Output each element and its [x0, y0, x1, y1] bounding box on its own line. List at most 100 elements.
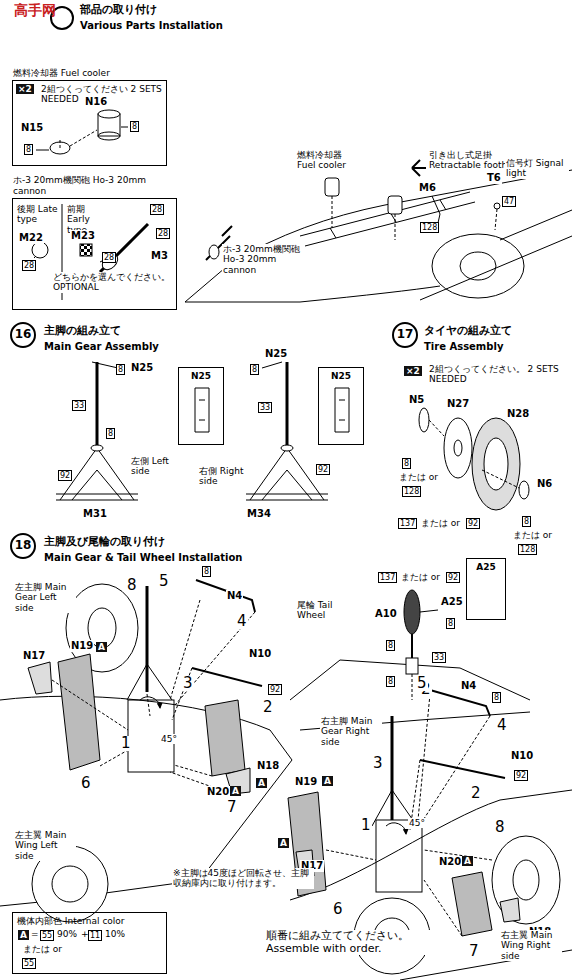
note-text: ※主脚は45度ほど回転させ、主脚収納庫内に取り付けます。: [172, 868, 314, 889]
color-callout: 8: [116, 364, 125, 375]
part-name: N19: [70, 640, 94, 652]
box-text: 17: [397, 328, 414, 342]
order-number: 4: [496, 718, 508, 733]
color-callout: 8: [446, 618, 455, 629]
part-name: M23: [70, 230, 96, 242]
color-callout: 8: [492, 692, 501, 703]
note-text: 2組つくってください。 2 SETS NEEDED: [428, 364, 560, 385]
part-name: N27: [446, 398, 470, 410]
color-callout: 33: [72, 400, 86, 411]
marker-tag: ×2: [404, 366, 422, 376]
note-text: または or: [22, 944, 63, 954]
step-circle: 16: [10, 322, 36, 348]
color-callout: 8: [202, 566, 211, 577]
part-name: N4: [460, 680, 477, 692]
color-callout: 55: [22, 958, 36, 969]
part-name: A10: [374, 608, 398, 620]
part-name: N18: [256, 760, 280, 772]
part-name: N28: [506, 408, 530, 420]
order-number: 5: [416, 676, 428, 691]
order-number: 3: [372, 756, 384, 771]
step-title-en: Main Gear & Tail Wheel Installation: [44, 552, 242, 564]
order-number: 7: [226, 800, 238, 815]
color-callout: 8: [250, 364, 259, 375]
part-name: N10: [248, 648, 272, 660]
color-callout: 28: [150, 204, 164, 215]
color-callout: 137: [378, 572, 397, 583]
note-text: または or: [400, 572, 441, 582]
note-text: どちらかを選んでください。 OPTIONAL: [52, 272, 174, 293]
box-text: 16: [15, 328, 32, 342]
color-callout: 128: [402, 486, 421, 497]
part-name: A25: [440, 596, 464, 608]
color-callout: 92: [514, 770, 528, 781]
order-number: 7: [468, 944, 480, 959]
step-title: 主脚及び尾輪の取り付け: [44, 536, 165, 549]
note-text: ホ-3 20mm機関砲 Ho-3 20mm cannon: [222, 244, 304, 275]
order-number: 4: [236, 614, 248, 629]
step-title-en: Tire Assembly: [424, 341, 503, 353]
box-text: N25: [323, 371, 359, 381]
order-number: 2: [262, 700, 274, 715]
order-number: 6: [80, 776, 92, 791]
color-callout: 28: [22, 260, 36, 271]
part-name: N17: [22, 650, 46, 662]
color-callout: 8: [386, 676, 395, 687]
color-callout: 92: [58, 470, 72, 481]
color-callout: 92: [268, 684, 282, 695]
note-text: 45°: [160, 734, 178, 744]
part-name: M34: [246, 508, 272, 520]
box-text: 18: [15, 539, 32, 553]
order-number: 6: [332, 902, 344, 917]
order-number: 8: [494, 820, 506, 835]
detail-inset: N25: [318, 367, 364, 445]
color-callout: 8: [402, 458, 411, 469]
color-callout: 92: [446, 572, 460, 583]
part-name: M31: [82, 508, 108, 520]
part-name: N25: [264, 348, 288, 360]
color-callout: 33: [432, 652, 446, 663]
note-text: または or: [398, 472, 439, 482]
part-name: N20: [206, 786, 230, 798]
color-callout: 92: [316, 464, 330, 475]
watermark: 高手网: [14, 2, 56, 18]
color-callout: 11: [88, 930, 102, 941]
note-text: =: [30, 929, 40, 939]
marker-tag: A: [462, 856, 473, 866]
part-name: N15: [20, 122, 44, 134]
part-name: T6: [486, 172, 502, 184]
step-title: 部品の取り付け: [80, 4, 157, 17]
note-text: または or: [420, 518, 461, 528]
order-number: 5: [158, 574, 170, 589]
step-title-en: Main Gear Assembly: [44, 341, 159, 353]
part-name: N6: [536, 478, 553, 490]
color-callout: 8: [130, 121, 139, 132]
step-circle: 18: [10, 533, 36, 559]
part-name: M22: [18, 232, 44, 244]
note-text: 45°: [408, 818, 426, 828]
note-text: 右主翼 Main Wing Right side: [500, 930, 562, 961]
note-text: 右側 Right side: [198, 466, 250, 487]
box-text: N25: [183, 371, 219, 381]
step-circle: 17: [392, 322, 418, 348]
note-text: または or: [512, 530, 553, 540]
color-callout: 33: [258, 402, 272, 413]
instruction-note: 順番に組み立ててください。 Assemble with order.: [266, 930, 436, 955]
step-title-en: Various Parts Installation: [80, 20, 223, 32]
part-name: N20: [438, 856, 462, 868]
color-callout: 8: [106, 428, 115, 439]
order-number: 2: [470, 786, 482, 801]
marker-tag: A: [18, 930, 29, 940]
order-number: 1: [360, 818, 372, 833]
order-number: 3: [182, 676, 194, 691]
note-text: 左主脚 Main Gear Left side: [14, 582, 76, 613]
note-text: 尾輪 Tail Wheel: [296, 600, 348, 621]
part-name: M3: [150, 250, 169, 262]
note-text: 左主翼 Main Wing Left side: [14, 830, 76, 861]
note-text: 燃料冷却器 Fuel cooler: [296, 150, 358, 171]
color-callout: 28: [102, 252, 116, 263]
part-name: N10: [510, 750, 534, 762]
marker-tag: A: [96, 642, 107, 652]
